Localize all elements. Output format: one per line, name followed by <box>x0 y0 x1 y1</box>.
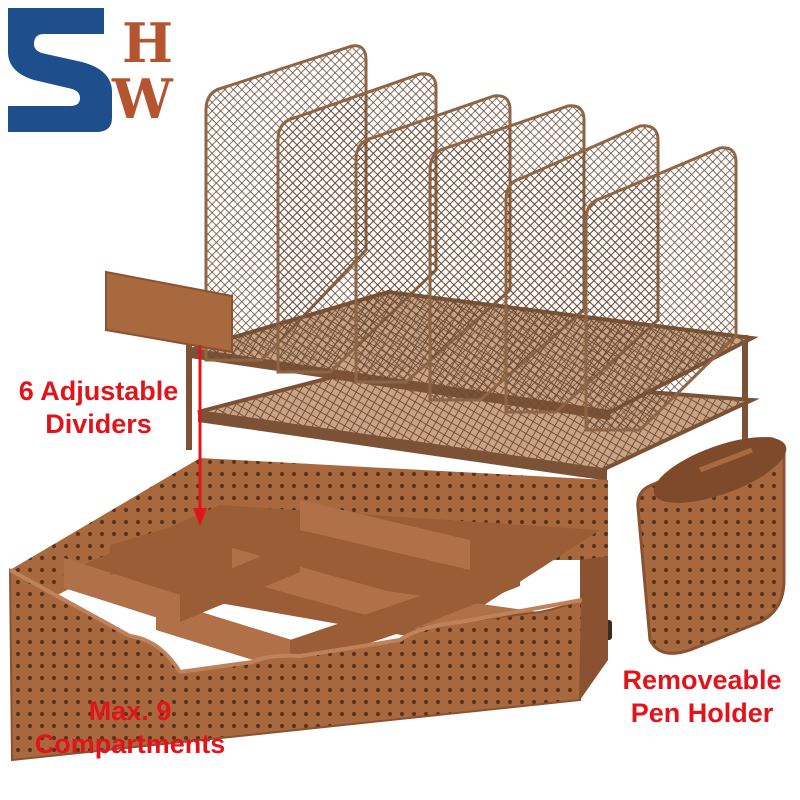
pen-holder-opening <box>653 437 787 503</box>
drawer-side-wall <box>580 556 608 700</box>
dividers-callout: 6 Adjustable Dividers <box>6 375 191 441</box>
pen-holder-partition <box>699 447 753 473</box>
frame-leg <box>742 335 748 455</box>
logo-s-letter <box>8 8 112 132</box>
pen-holder-callout-line2: Pen Holder <box>630 698 774 728</box>
compartment-divider <box>64 558 180 625</box>
vertical-mesh-sorters <box>204 44 738 432</box>
compartments-callout-line2: Compartments <box>34 729 226 759</box>
compartment-divider <box>300 500 470 570</box>
drawer-back-wall <box>10 458 608 620</box>
compartment-divider <box>180 540 300 622</box>
frame-leg <box>186 340 192 450</box>
pen-holder-callout-line1: Removeable <box>622 665 782 695</box>
compartment-divider <box>110 510 230 575</box>
pen-holder-callout: Removeable Pen Holder <box>604 664 800 730</box>
lower-tray-front-rail <box>198 412 602 480</box>
compartment-dividers <box>64 500 560 672</box>
brand-logo: H W <box>8 8 174 132</box>
label-plate <box>105 270 233 354</box>
divider-callout-arrow <box>193 345 207 526</box>
logo-w-letter: W <box>111 67 174 131</box>
dividers-callout-line1: 6 Adjustable <box>18 376 179 406</box>
compartments-callout-line1: Max. 9 <box>88 696 172 726</box>
dividers-callout-line2: Dividers <box>45 409 152 439</box>
mesh-sorter <box>584 146 738 432</box>
logo-h-letter: H <box>122 11 173 75</box>
drawer-front-rim <box>9 568 583 675</box>
drawer <box>8 458 608 762</box>
compartment-divider <box>420 556 520 626</box>
compartments-callout: Max. 9 Compartments <box>12 695 248 761</box>
pen-holder <box>636 437 787 655</box>
